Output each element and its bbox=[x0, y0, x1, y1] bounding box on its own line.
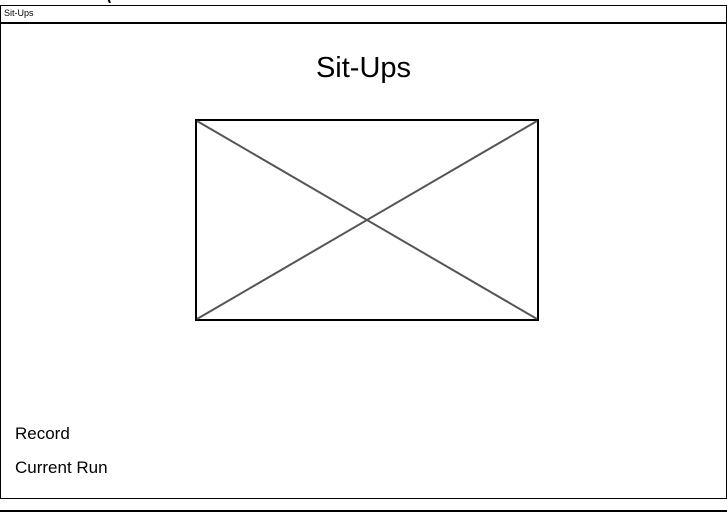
current-run-label: Current Run bbox=[15, 458, 108, 477]
app-window: Sit-Ups Sit-Ups Record Current Run bbox=[0, 5, 727, 499]
window-title: Sit-Ups bbox=[4, 8, 34, 18]
bottom-divider bbox=[0, 510, 727, 512]
window-titlebar: Sit-Ups bbox=[1, 6, 726, 24]
page-title: Sit-Ups bbox=[315, 52, 412, 84]
record-label: Record bbox=[15, 424, 70, 443]
image-placeholder-icon bbox=[195, 119, 539, 321]
top-edge-fragment bbox=[88, 0, 118, 3]
